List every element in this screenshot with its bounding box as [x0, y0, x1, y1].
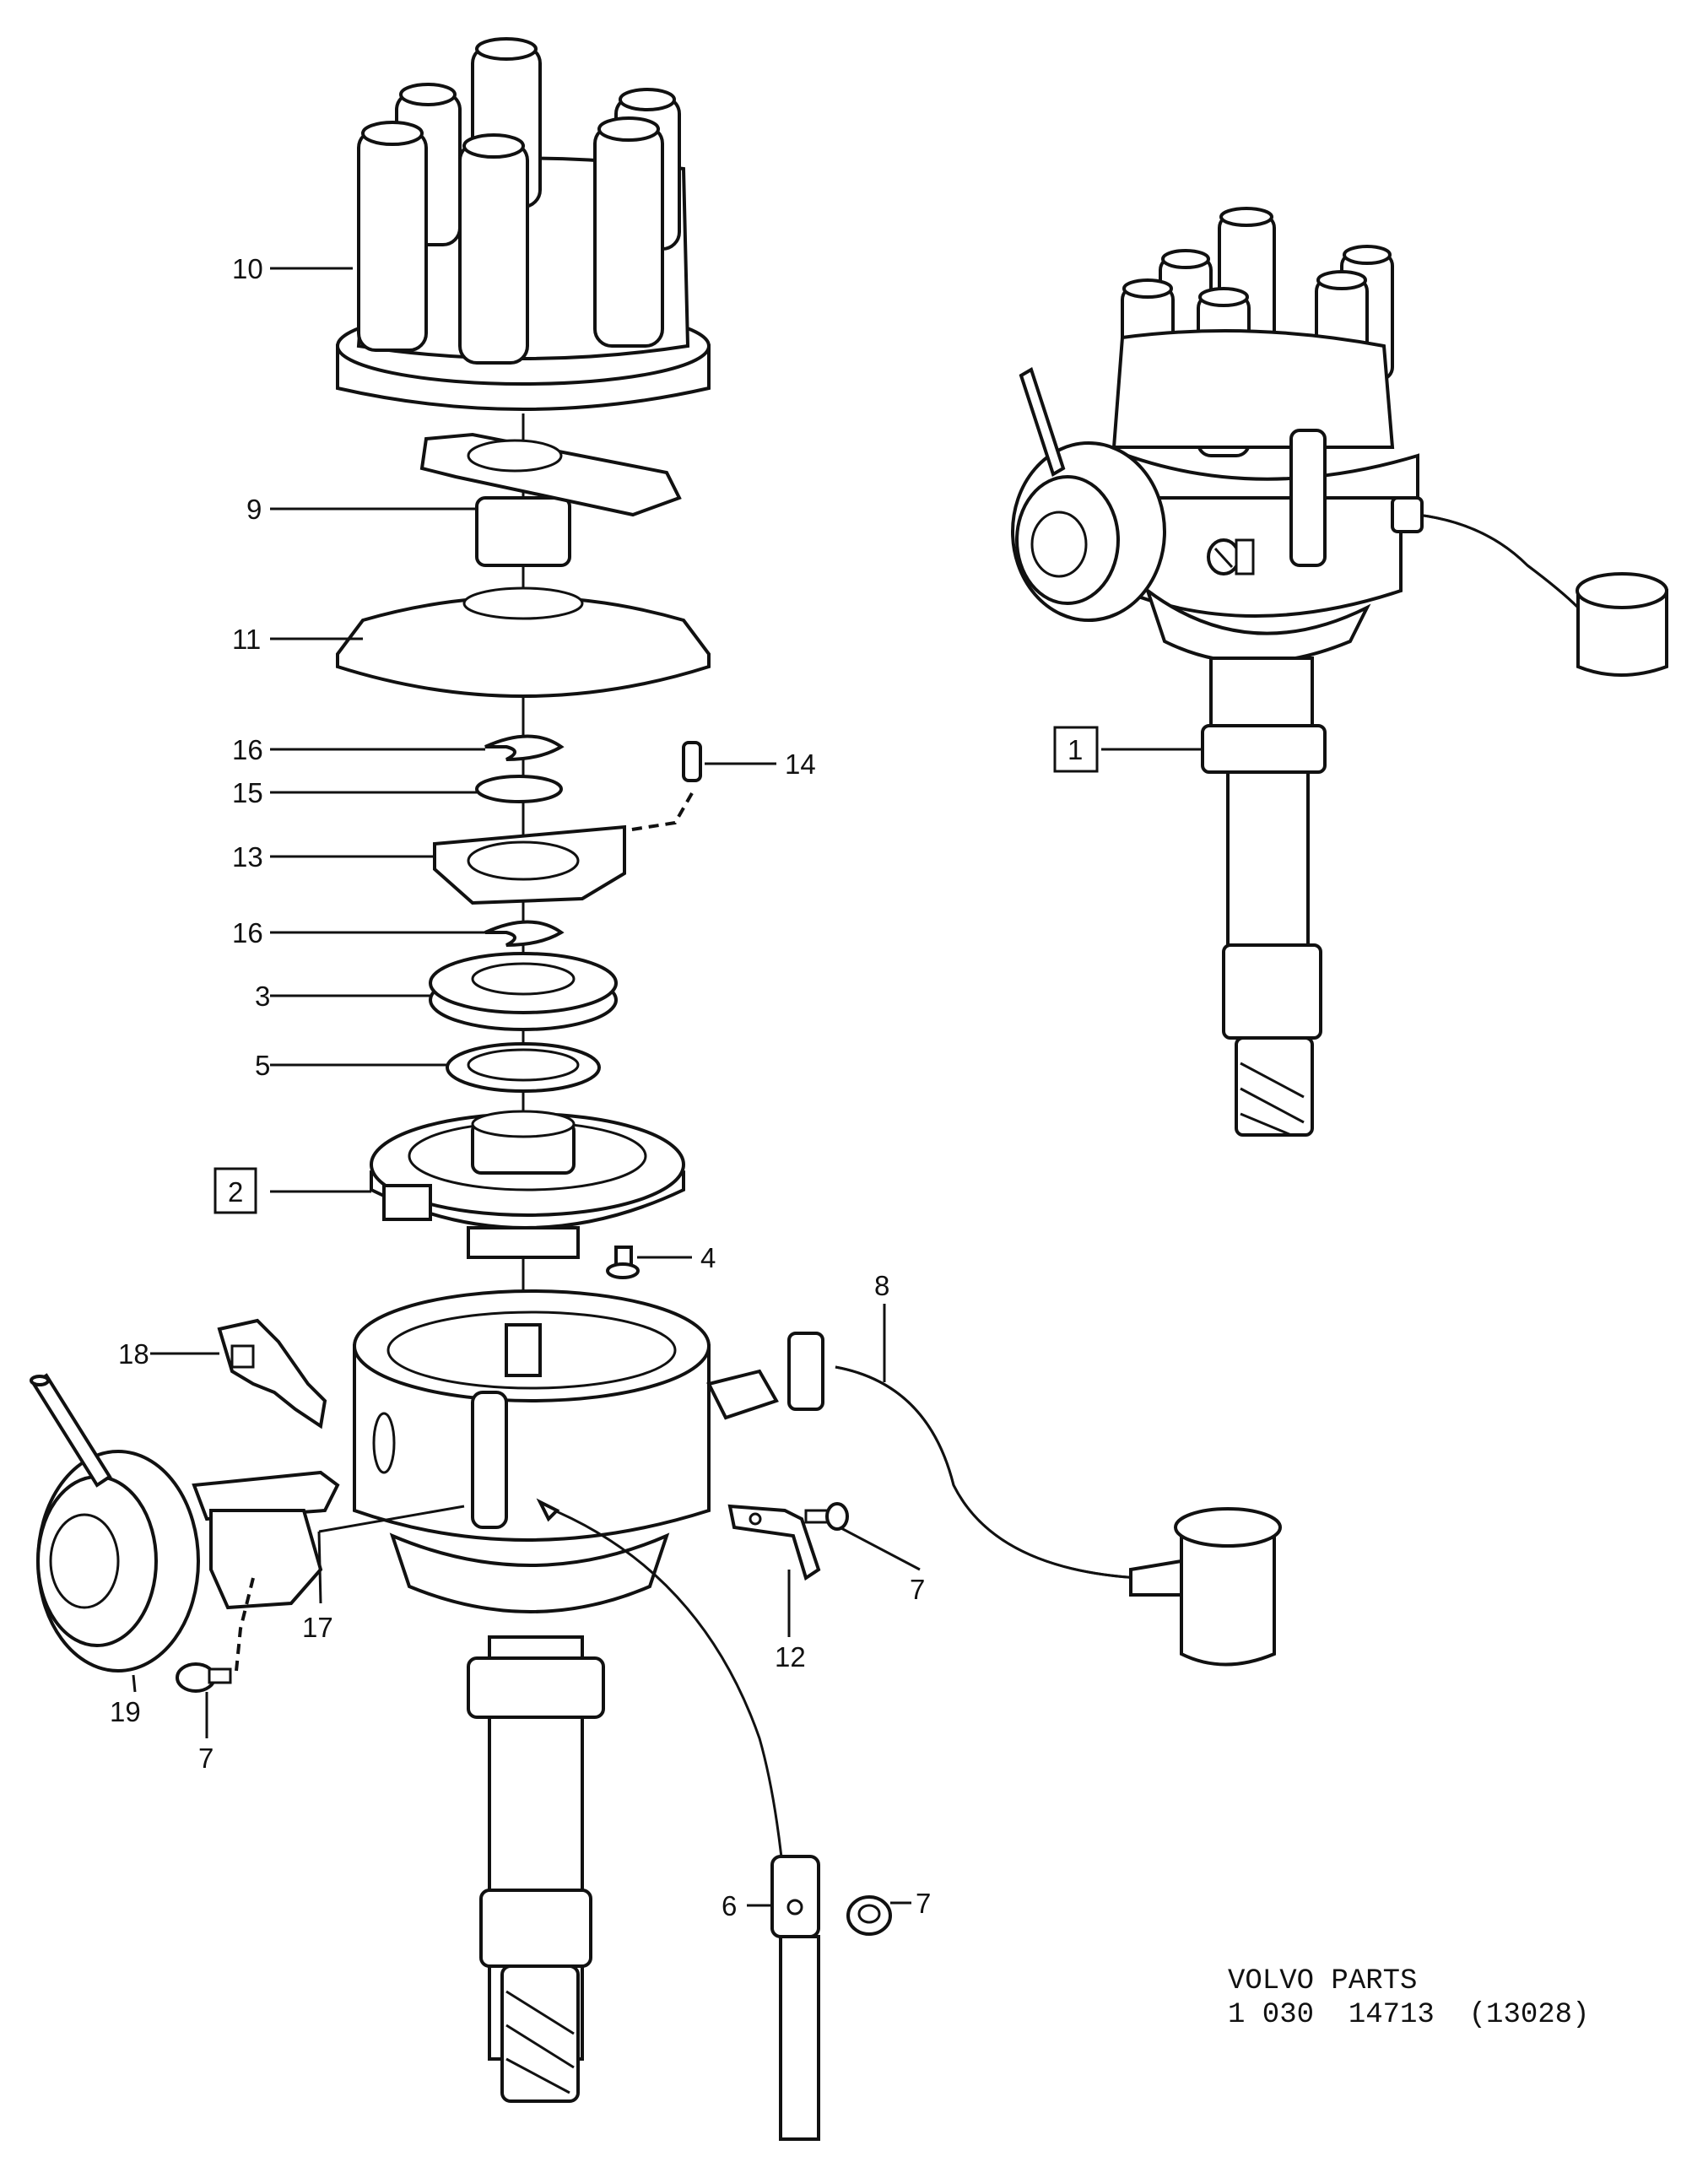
footer-brand: VOLVO PARTS [1228, 1965, 1418, 1997]
callout-5: 5 [255, 1050, 270, 1081]
callout-18: 18 [118, 1338, 149, 1370]
callout-7-right: 7 [910, 1574, 925, 1605]
dust-shield [336, 586, 711, 698]
circlip-lower [484, 920, 565, 947]
assembled-distributor [1011, 207, 1668, 1137]
leader-lines [132, 267, 1203, 1907]
callout-13: 13 [232, 841, 263, 873]
parts-reference-footer: VOLVO PARTS 1 030 14713 (13028) [1228, 1964, 1589, 2032]
footer-part-number: 1 030 14713 (13028) [1228, 1999, 1590, 2031]
callout-box-2 [214, 1167, 257, 1214]
callout-15: 15 [232, 777, 263, 808]
callout-7-bottom: 7 [916, 1888, 931, 1919]
callout-8: 8 [874, 1270, 889, 1301]
contact-clip [217, 1318, 327, 1429]
callout-11: 11 [232, 624, 261, 655]
bearing-ring [429, 952, 618, 1031]
callout-4: 4 [700, 1242, 716, 1273]
callout-7-left: 7 [198, 1743, 214, 1774]
callout-16-upper: 16 [232, 734, 263, 765]
callout-3: 3 [255, 981, 270, 1012]
callout-19: 19 [110, 1696, 141, 1727]
callout-17: 17 [302, 1612, 333, 1643]
distributor-housing [353, 1289, 711, 2103]
distributor-cap [336, 37, 711, 411]
breaker-plate [370, 1110, 685, 1259]
bracket [727, 1504, 821, 1581]
callout-6: 6 [722, 1890, 737, 1921]
washer [446, 1042, 601, 1093]
callout-box-1 [1053, 726, 1099, 773]
callout-12: 12 [775, 1641, 806, 1673]
spring-washer [475, 775, 563, 803]
vacuum-unit [30, 1373, 340, 1673]
screw-7-left [176, 1662, 232, 1693]
screw-4 [606, 1246, 640, 1279]
screw-7-right [804, 1502, 849, 1531]
callout-16-lower: 16 [232, 917, 263, 948]
rotor [419, 432, 682, 567]
callout-2: 2 [228, 1176, 243, 1208]
callout-1: 1 [1068, 734, 1083, 765]
condenser [706, 1332, 1282, 1667]
circlip-upper [484, 734, 565, 761]
callout-10: 10 [232, 253, 263, 284]
lead-connector [536, 1498, 820, 2141]
breaker-plate-upper [433, 824, 626, 905]
callout-14: 14 [785, 748, 816, 780]
callout-9: 9 [246, 494, 262, 525]
screw-7-bottom [846, 1895, 892, 1936]
